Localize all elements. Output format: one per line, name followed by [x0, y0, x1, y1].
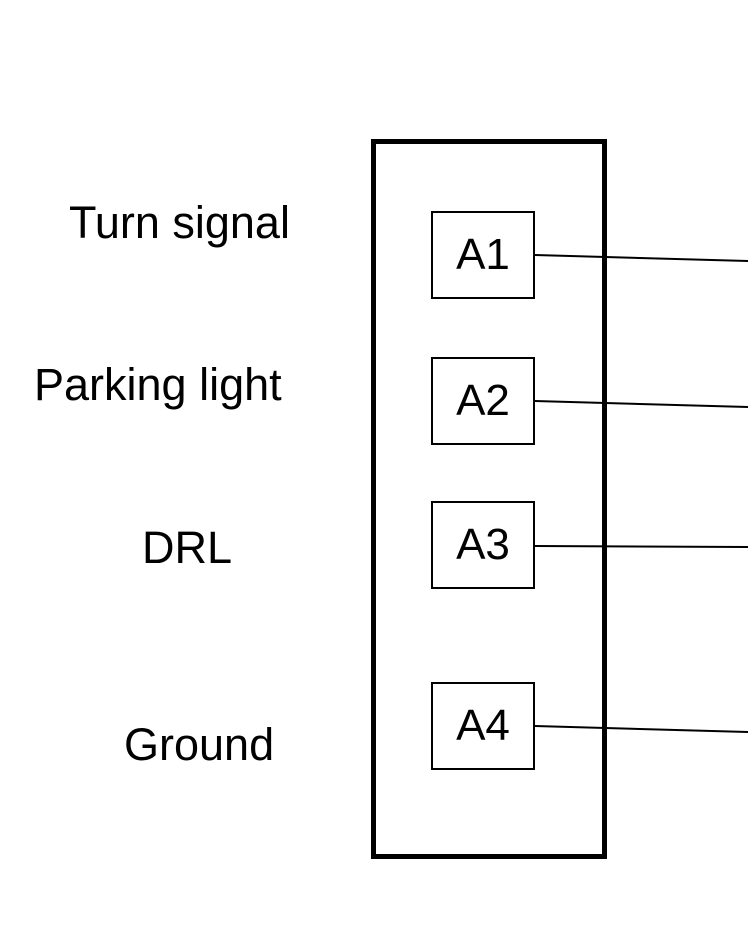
pin-a1: A1	[431, 211, 535, 299]
signal-label-parking-light: Parking light	[34, 359, 282, 410]
pin-a3: A3	[431, 501, 535, 589]
signal-label-drl: DRL	[142, 522, 233, 573]
signal-label-ground: Ground	[124, 719, 275, 770]
pin-a2: A2	[431, 357, 535, 445]
signal-label-turn-signal: Turn signal	[69, 197, 290, 248]
pin-a4: A4	[431, 682, 535, 770]
